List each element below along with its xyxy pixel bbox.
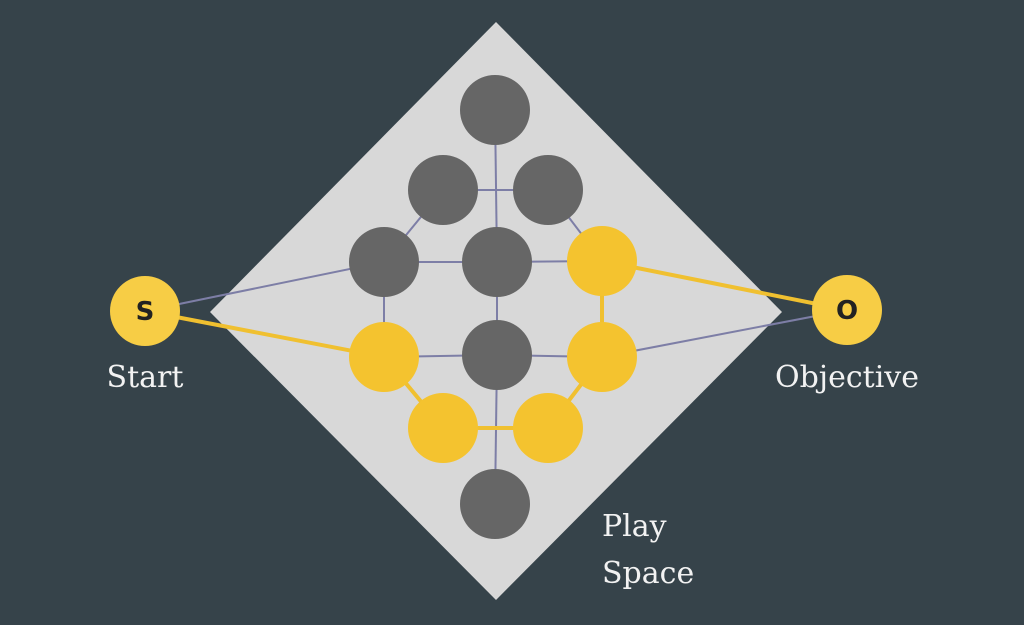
connector-start-to-n-mid-left [144,261,385,312]
node-mid-center [462,227,532,297]
path-segment-n-mid-right-to-objective [600,259,849,312]
start-label: Start [107,360,184,395]
play-space-label-line2: Space [602,556,694,591]
start-node: S [110,276,180,346]
node-upper-left [408,155,478,225]
node-bottom-left [408,393,478,463]
node-base [460,469,530,539]
node-lower-left [349,322,419,392]
node-lower-right [567,322,637,392]
objective-label: Objective [775,360,919,395]
node-bottom-right [513,393,583,463]
node-lower-center [462,320,532,390]
start-letter: S [136,297,155,327]
node-mid-right [567,226,637,296]
node-top [460,75,530,145]
objective-circle [812,275,882,345]
objective-node: O [812,275,882,345]
node-upper-right [513,155,583,225]
objective-letter: O [836,296,858,326]
play-space-label-line1: Play [602,509,667,544]
node-mid-left [349,227,419,297]
start-circle [110,276,180,346]
node-grid [349,75,637,539]
connector-n-lower-right-to-objective [601,309,848,358]
path-segment-start-to-n-lower-left [143,309,386,359]
